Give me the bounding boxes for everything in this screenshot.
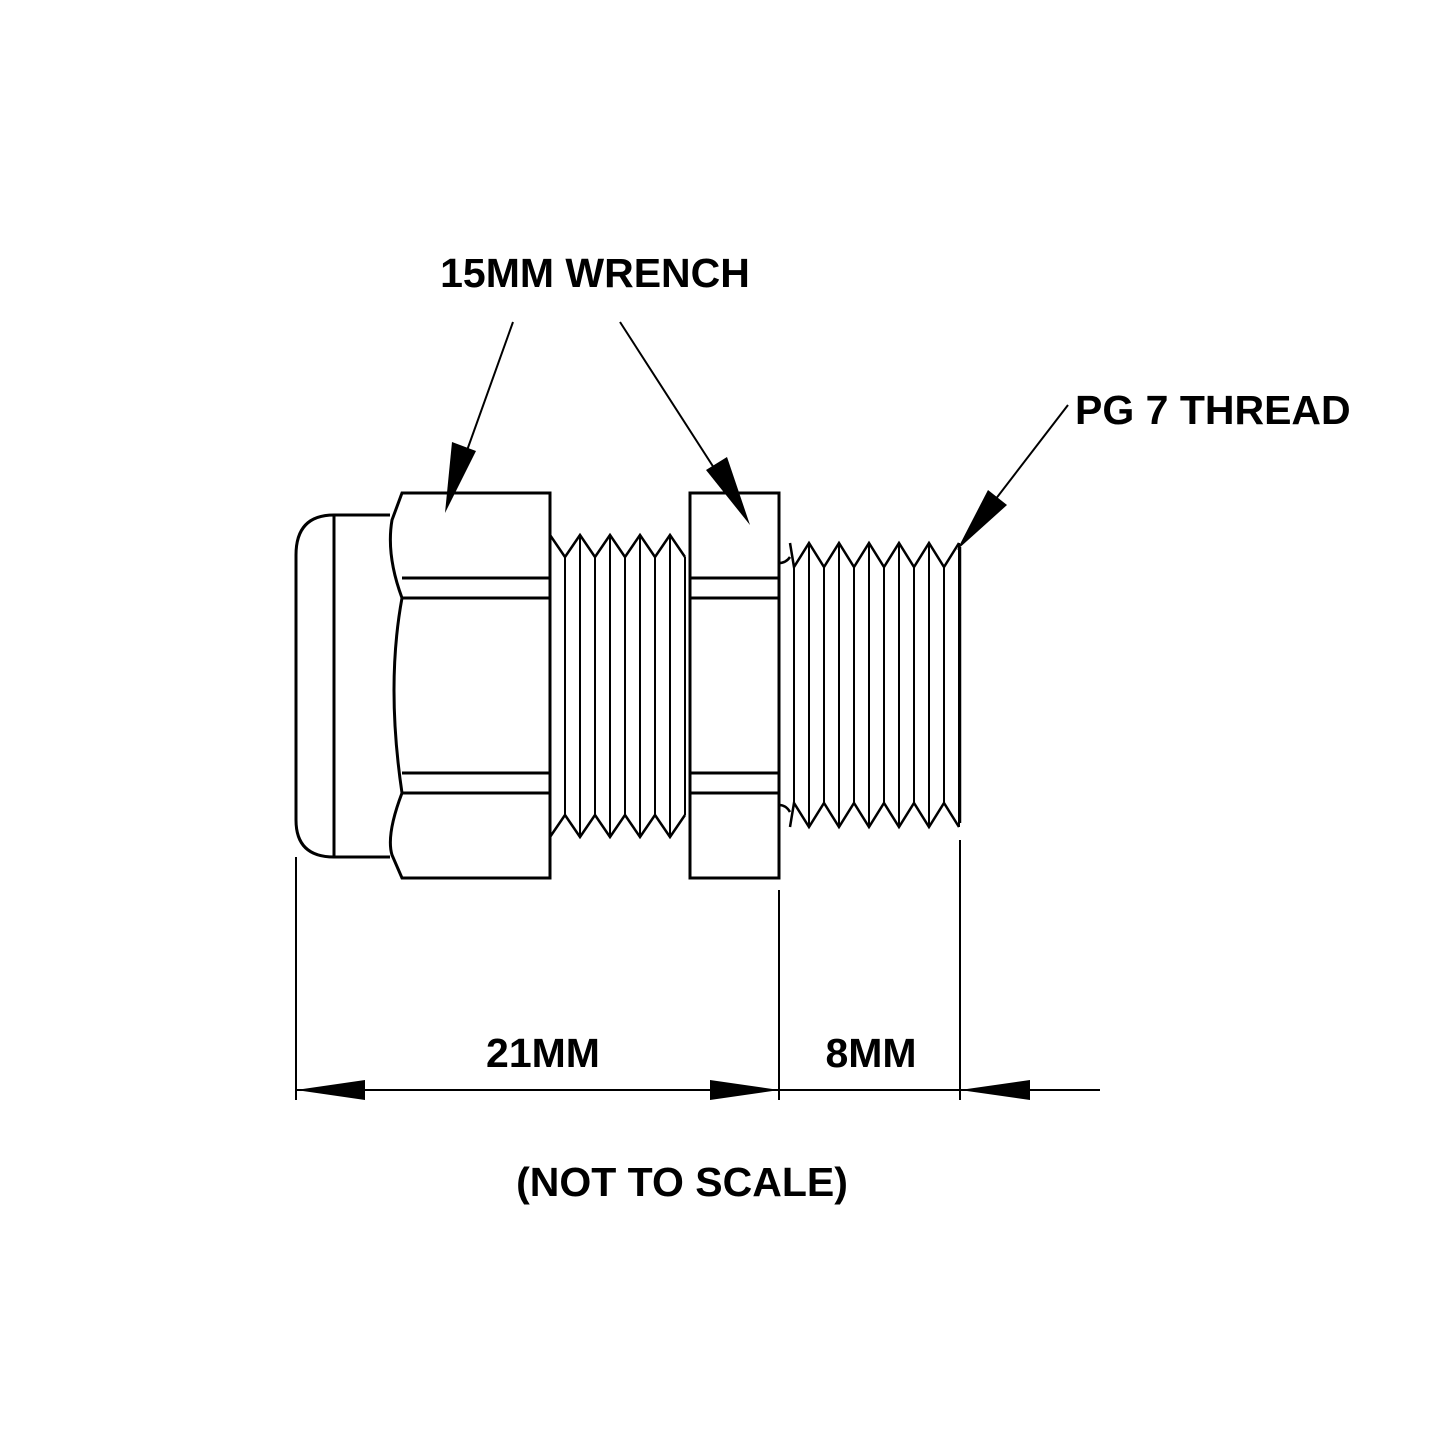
pg7-thread-top-profile xyxy=(788,540,961,571)
leader-arrow-3 xyxy=(957,490,1007,550)
body-thread-crest-lines xyxy=(564,535,686,837)
dome-cap xyxy=(294,513,390,859)
lock-nut xyxy=(688,491,781,880)
thread-length-label: 8MM xyxy=(825,1030,916,1076)
wrench-label: 15MM WRENCH xyxy=(440,250,750,296)
arrowhead-thread-end xyxy=(960,1080,1030,1100)
leader-arrow-2 xyxy=(706,457,750,525)
pg7-thread-crest-lines xyxy=(793,543,960,827)
lock-nut-flats xyxy=(690,576,779,795)
pg7-thread-bottom-profile xyxy=(788,799,961,830)
main-hex-nut xyxy=(388,491,552,880)
not-to-scale-note: (NOT TO SCALE) xyxy=(516,1159,848,1205)
thread-neck xyxy=(778,556,792,813)
leader-wrench-2 xyxy=(619,321,726,486)
extension-lines xyxy=(295,840,1100,1100)
arrowhead-left xyxy=(296,1080,365,1100)
body-thread-top-profile xyxy=(548,532,687,560)
main-hex-flats xyxy=(402,576,550,795)
leader-thread xyxy=(984,404,1069,514)
leader-arrow-1 xyxy=(445,442,476,513)
thread-label: PG 7 THREAD xyxy=(1075,387,1351,433)
leader-wrench-1 xyxy=(459,321,514,471)
body-thread-bottom-profile xyxy=(548,812,687,840)
body-length-label: 21MM xyxy=(486,1030,600,1076)
threads xyxy=(548,532,962,840)
arrowhead-body-end xyxy=(710,1080,779,1100)
